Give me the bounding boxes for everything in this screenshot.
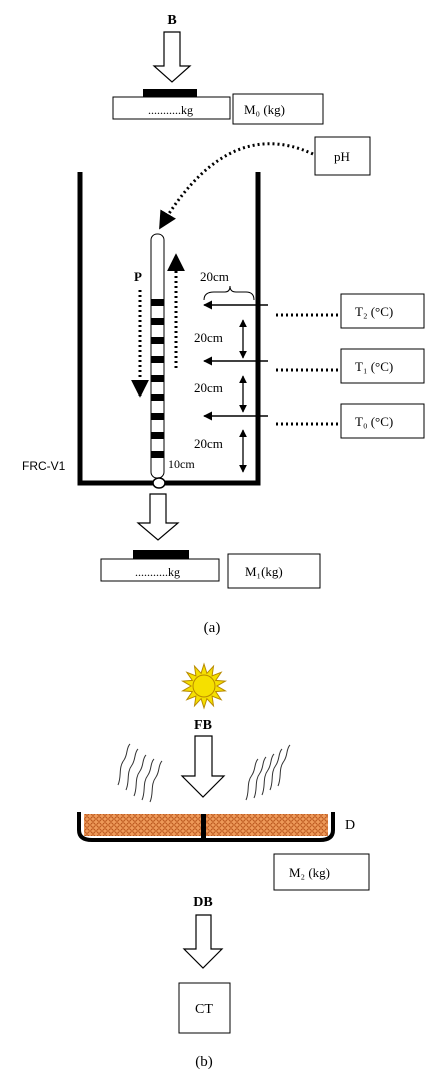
mass-box-m0 <box>232 93 324 125</box>
scale-top-pan <box>143 89 197 98</box>
panel-a: B ...........kg M₀ (kg) pH FRC-V1 P <box>22 13 425 636</box>
temp-box-t0 <box>340 403 425 439</box>
load-arrow-icon <box>152 31 192 83</box>
spacing-label-10cm: 10cm <box>168 457 195 471</box>
steam-lines-right <box>245 744 291 801</box>
scale-bottom-pan <box>133 550 189 560</box>
steam-lines-left <box>117 743 163 803</box>
dried-label-db: DB <box>193 895 212 910</box>
ph-connector <box>158 142 314 230</box>
scale-bottom-reading: ...........kg <box>135 565 180 579</box>
temp-box-t1 <box>340 348 425 384</box>
probe-label: P <box>134 269 142 284</box>
scale-top-reading: ...........kg <box>148 103 193 117</box>
panel-b: FB D M₂ (kg) DB CT (b) <box>77 662 370 1070</box>
caption-a: (a) <box>204 620 221 636</box>
ph-label: pH <box>334 149 350 164</box>
dish-d <box>77 812 335 842</box>
spacing-brace <box>203 285 255 301</box>
dish-divider <box>201 814 206 838</box>
spacing-label-4: 20cm <box>194 436 223 451</box>
ph-box <box>314 136 371 176</box>
mass-label-m0: M₀ (kg) <box>244 102 285 117</box>
mass-box-m2 <box>273 853 370 891</box>
outflow-arrow-icon <box>136 493 180 541</box>
dried-arrow-icon <box>182 914 224 969</box>
temp-label-t2: T₂ (°C) <box>355 304 393 319</box>
feed-arrow-icon <box>180 735 226 798</box>
spacing-label-3: 20cm <box>194 380 223 395</box>
sun-icon <box>180 662 228 710</box>
caption-b: (b) <box>195 1054 213 1070</box>
spacing-label-top: 20cm <box>200 269 229 284</box>
output-box-ct <box>178 982 231 1034</box>
load-label-b: B <box>167 13 176 28</box>
spacing-label-2: 20cm <box>194 330 223 345</box>
vessel-frc-v1 <box>77 172 261 486</box>
scale-top-body <box>112 96 231 120</box>
mass-label-m1: M₁(kg) <box>245 564 283 579</box>
output-label-ct: CT <box>195 1002 213 1017</box>
mass-label-m2: M₂ (kg) <box>289 865 330 880</box>
mass-box-m1 <box>227 553 321 589</box>
dish-label: D <box>345 818 355 833</box>
vessel-label: FRC-V1 <box>22 459 66 473</box>
vessel-outlet <box>152 477 166 489</box>
probe-bands <box>151 299 164 458</box>
scale-bottom-body <box>100 558 220 582</box>
feed-label-fb: FB <box>194 718 212 733</box>
temp-label-t1: T₁ (°C) <box>355 359 393 374</box>
temp-box-t2 <box>340 293 425 329</box>
temp-label-t0: T₀ (°C) <box>355 414 393 429</box>
